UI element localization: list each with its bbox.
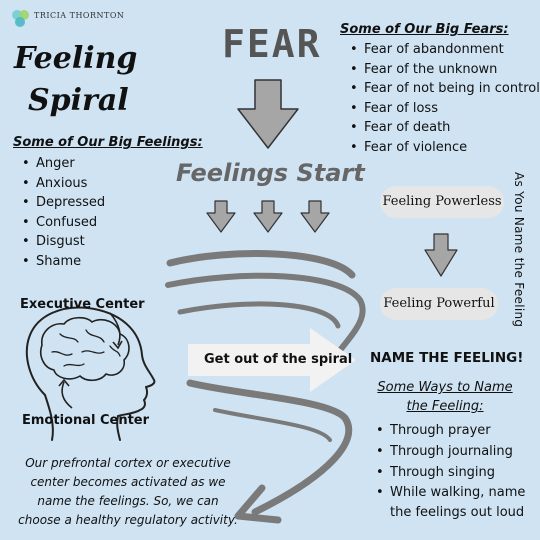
spiral-icon <box>165 250 366 524</box>
big-feelings-heading: Some of Our Big Feelings: <box>13 135 203 150</box>
powerless-to-powerful-arrow-icon <box>424 233 458 277</box>
emotional-center-label: Emotional Center <box>22 413 150 428</box>
big-fears-list: Fear of abandonment Fear of the unknown … <box>350 40 540 157</box>
list-item: Depressed <box>22 193 105 213</box>
big-feelings-list: Anger Anxious Depressed Confused Disgust… <box>22 154 105 271</box>
list-item: Through singing <box>376 462 536 483</box>
brand-logo-icon <box>12 10 29 27</box>
get-out-arrow-icon <box>188 328 356 392</box>
footer-line2: center becomes activated as we <box>30 475 226 489</box>
title-line1: Feeling <box>14 41 138 76</box>
footer-line3: name the feelings. So, we can <box>37 494 219 508</box>
list-item: Disgust <box>22 232 105 252</box>
footer-line4: choose a healthy regulatory activity. <box>18 513 238 527</box>
brand-name: TRICIA THORNTON <box>34 11 125 20</box>
executive-pointer-head-icon <box>112 340 123 350</box>
list-item: Anger <box>22 154 105 174</box>
ways-heading: Some Ways to Name the Feeling: <box>372 378 518 416</box>
small-down-arrow-icon-1 <box>206 200 236 233</box>
emotional-pointer-icon <box>61 381 73 409</box>
emotional-pointer-head-icon <box>58 378 70 387</box>
feeling-powerful-pill: Feeling Powerful <box>380 288 498 320</box>
list-item: Confused <box>22 213 105 233</box>
name-the-feeling-heading: NAME THE FEELING! <box>370 350 524 366</box>
footer-line1: Our prefrontal cortex or executive <box>25 456 231 470</box>
as-you-name-the-feeling-label: As You Name the Feeling <box>512 172 526 328</box>
footer-paragraph: Our prefrontal cortex or executive cente… <box>10 454 246 530</box>
list-item: Through prayer <box>376 420 536 441</box>
list-item: Fear of not being in control <box>350 79 540 99</box>
list-item: While walking, name the feelings out lou… <box>376 483 536 523</box>
feeling-powerless-pill: Feeling Powerless <box>380 186 504 218</box>
list-item: Fear of abandonment <box>350 40 540 60</box>
list-item: Anxious <box>22 174 105 194</box>
get-out-of-spiral-label: Get out of the spiral <box>204 352 353 367</box>
title-line2: Spiral <box>28 83 129 118</box>
brain-head-icon <box>25 306 156 441</box>
ways-heading-line1: Some Ways to Name <box>377 380 513 395</box>
list-item: Through journaling <box>376 441 536 462</box>
small-down-arrow-icon-2 <box>253 200 283 233</box>
executive-pointer-icon <box>109 312 121 346</box>
list-item: Fear of loss <box>350 99 540 119</box>
list-item: Shame <box>22 252 105 272</box>
big-fears-heading: Some of Our Big Fears: <box>340 22 509 37</box>
ways-list: Through prayer Through journaling Throug… <box>376 420 536 523</box>
list-item: Fear of the unknown <box>350 60 540 80</box>
list-item: Fear of violence <box>350 138 540 158</box>
fear-down-arrow-icon <box>237 79 299 149</box>
list-item: Fear of death <box>350 118 540 138</box>
small-down-arrow-icon-3 <box>300 200 330 233</box>
fear-label: FEAR <box>222 22 322 66</box>
feelings-start-label: Feelings Start <box>176 159 365 187</box>
ways-heading-line2: the Feeling: <box>406 399 484 414</box>
executive-center-label: Executive Center <box>20 297 145 312</box>
